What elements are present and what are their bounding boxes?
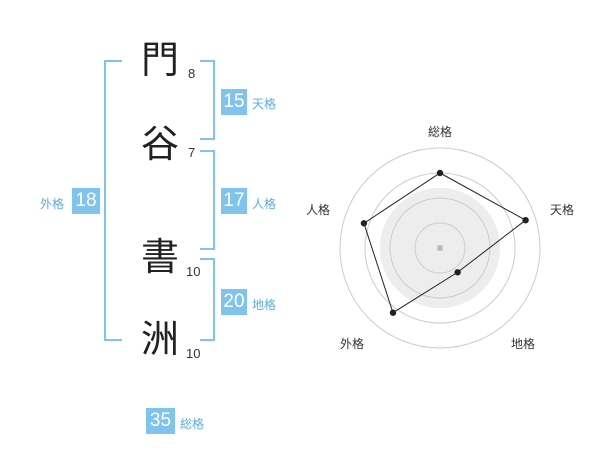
soukaku-label: 総格 — [180, 417, 205, 431]
tenkaku-value: 15 — [221, 89, 247, 115]
chikaku-label: 地格 — [252, 298, 277, 312]
radar-axis-label-soukaku: 総格 — [428, 125, 453, 139]
radar-axis-label-chikaku: 地格 — [511, 337, 536, 351]
jinkaku-bracket — [200, 150, 215, 250]
stroke-count-4: 10 — [186, 346, 201, 361]
radar-point-5 — [360, 220, 368, 227]
gaikaku-label: 外格 — [40, 197, 65, 211]
chikaku-value: 20 — [221, 289, 247, 315]
radar-point-2 — [522, 216, 529, 224]
radar-point-3 — [454, 269, 461, 276]
soukaku-value: 35 — [146, 408, 175, 434]
stroke-count-3: 10 — [186, 264, 201, 279]
name-char-4: 洲 — [141, 317, 180, 361]
name-char-1: 門 — [141, 38, 180, 82]
stroke-count-2: 7 — [188, 145, 196, 160]
radar-points — [360, 169, 529, 316]
chikaku-bracket — [200, 258, 215, 341]
stroke-count-1: 8 — [188, 66, 196, 81]
radar-point-1 — [436, 169, 444, 177]
name-char-2: 谷 — [141, 122, 180, 166]
gaikaku-bracket — [104, 60, 122, 341]
radar-data-polygon — [363, 172, 527, 314]
tenkaku-bracket — [200, 60, 215, 140]
jinkaku-label: 人格 — [252, 197, 277, 211]
radar-grid — [339, 147, 541, 349]
radar-axis-label-gaikaku: 外格 — [340, 337, 365, 351]
radar-ring — [339, 147, 541, 349]
radar-center-dot — [437, 245, 443, 251]
radar-axis-label-jinkaku: 人格 — [306, 203, 331, 217]
tenkaku-label: 天格 — [252, 97, 277, 111]
gaikaku-value: 18 — [72, 188, 100, 214]
radar-point-4 — [389, 309, 397, 316]
name-char-3: 書 — [141, 235, 180, 279]
radar-axis-label-tenkaku: 天格 — [550, 203, 575, 217]
jinkaku-value: 17 — [221, 188, 247, 214]
radar-ring — [414, 222, 466, 274]
